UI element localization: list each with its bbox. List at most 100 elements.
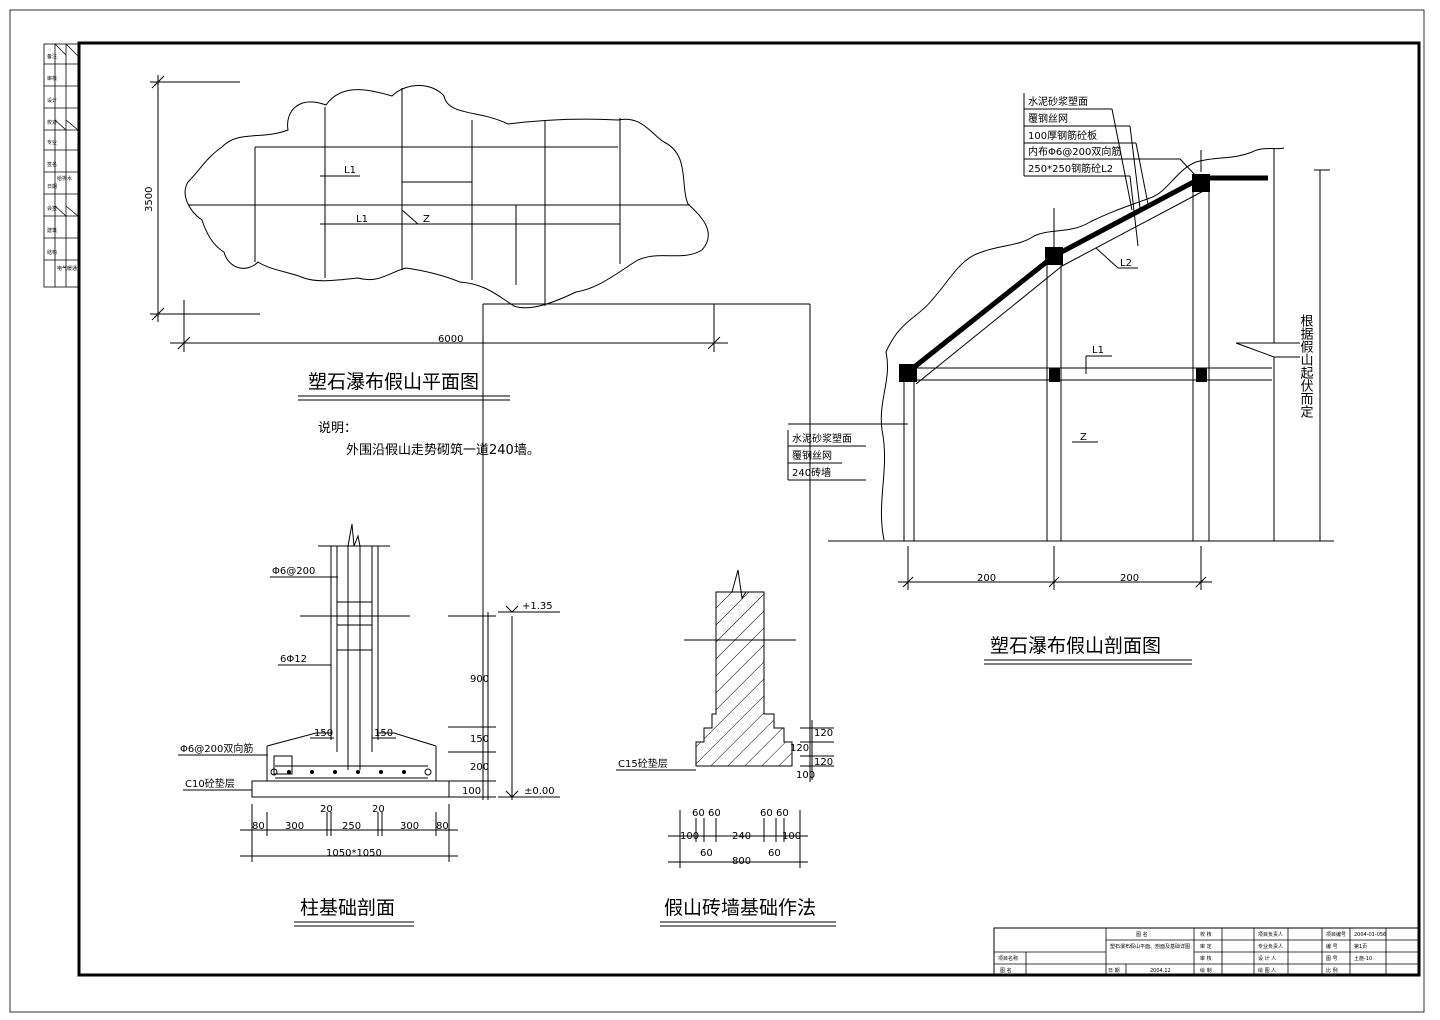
wall-footing: C15砼垫层 120 120 120 100 60 60 60 60 100 2… [616,569,836,927]
plan-title: 塑石瀑布假山平面图 [308,371,479,393]
plan-dim-height: 3500 [144,187,155,212]
plan-label-l1-lower: L1 [356,214,368,225]
tb-drawing-label: 图 名 [1136,931,1148,938]
section-title: 塑石瀑布假山剖面图 [990,635,1161,657]
note-heading: 说明： [318,421,357,436]
tb-number-label: 编 号 [1326,943,1338,950]
side-cell-3: 校对 [47,119,57,126]
plan-view: L1 L1 Z 3500 6000 塑石瀑布假山平面图 [144,75,728,401]
tb-draw-label: 绘 制 [1200,967,1212,974]
note-text: 外围沿假山走势砌筑一道240墙。 [346,442,540,458]
tb-sheet-no: 土施-10 [1354,955,1372,962]
tb-sheet-no-label: 图 号 [1326,956,1338,962]
tb-designer: 设 计 人 [1258,955,1276,962]
inner-border [77,41,1421,977]
tb-scale-label: 比 例 [1326,967,1338,974]
column-rebar-bottom: Φ6@200双向筋 [180,742,253,755]
column-rebar-main: 6Φ12 [280,654,307,665]
column-dim-100: 100 [462,786,481,797]
side-cell-7: 会签 [47,205,57,212]
roof-beam-l2 [906,175,1268,374]
tb-project-name-label: 项目名称 [998,955,1018,962]
wall-dim-low-1: 60 [768,848,781,859]
wall-title: 假山砖墙基础作法 [664,897,816,919]
plan-rock-outline [184,85,709,309]
column-elev-bottom: ±0.00 [524,786,555,797]
side-cell-4: 专业 [47,139,57,146]
side-cell-0: 备注 [47,53,57,60]
column-dim-900: 900 [470,674,489,685]
roof-callout-3: 内布Φ6@200双向筋 [1028,145,1121,158]
tb-number: 第1页 [1354,943,1367,950]
column-dim-200: 200 [470,762,489,773]
side-cell-9: 结构 [47,249,57,256]
side-cell-6: 日期 [47,184,57,190]
wall-dim-mid-1: 240 [732,831,751,842]
section-view: 根据假山起伏而定 L1 Z L2 [787,93,1334,665]
outer-border [9,9,1425,1013]
tb-project-lead: 项目负责人 [1258,931,1283,938]
side-cell-12: 暖通 [67,265,77,272]
tb-drawing-name: 塑石瀑布假山平面、剖面及基础详图 [1110,943,1190,950]
wall-callout-0: 水泥砂浆塑面 [792,432,852,445]
column-title: 柱基础剖面 [300,897,395,919]
title-block: 图 名 塑石瀑布假山平面、剖面及基础详图 校 核 项目负责人 项目编号 2004… [993,927,1419,976]
plan-label-l1-upper: L1 [344,165,356,176]
tb-approve: 审 定 [1200,943,1212,950]
column-dim-250: 250 [342,821,361,832]
roof-callout-1: 覆钢丝网 [1028,112,1068,125]
tb-project-no: 2004-01-056 [1354,932,1386,938]
roof-callout-0: 水泥砂浆塑面 [1028,95,1088,108]
section-side-note: 根据假山起伏而定 [1298,314,1314,419]
wall-dim-top-2: 60 [760,808,773,819]
wall-pad: C15砼垫层 [618,757,668,770]
side-strip: 备注 审核 设计 校对 专业 签名 日期 会签 建筑 结构 给排水 电气 暖通 [43,43,79,288]
column-rebar-stirrup: Φ6@200 [272,566,315,577]
column-dim-80-left: 80 [252,821,265,832]
side-cell-11: 电气 [57,265,67,272]
column-dim-v150: 150 [470,734,489,745]
wall-dim-top-1: 60 [708,808,721,819]
section-rock-profile [880,147,1285,541]
tb-discipline-lead: 专业负责人 [1258,943,1283,950]
wall-dim-mid-0: 100 [680,831,699,842]
plan-label-z: Z [423,214,430,225]
wall-dim-top-0: 60 [692,808,705,819]
wall-dim-total: 800 [732,856,751,867]
column-dim-80-right: 80 [436,821,449,832]
tb-drafter: 绘 图 人 [1258,967,1276,974]
column-dim-150-right: 150 [374,728,393,739]
side-cell-5: 签名 [47,161,57,168]
column-dim-150-left: 150 [314,728,333,739]
section-label-l1: L1 [1092,345,1104,356]
section-dim-1: 200 [977,573,996,584]
roof-callout-2: 100厚钢筋砼板 [1028,129,1097,142]
tb-project-no-label: 项目编号 [1326,931,1346,938]
side-cell-8: 建筑 [47,227,57,234]
column-dim-total: 1050*1050 [326,848,382,859]
column-pad: C10砼垫层 [185,777,235,790]
tb-date: 2004.12 [1150,968,1171,974]
wall-dim-v2: 120 [790,743,809,754]
wall-callout-1: 覆钢丝网 [792,449,832,462]
column-dim-300-left: 300 [285,821,304,832]
column-footing: Φ6@200 6Φ12 Φ6@200双向筋 C10砼垫层 150 150 80 … [178,523,560,927]
side-cell-10: 给排水 [57,175,72,182]
section-label-l2: L2 [1120,258,1132,269]
column-dim-20-left: 20 [320,804,333,815]
tb-check: 校 核 [1200,931,1212,938]
column-dim-300-right: 300 [400,821,419,832]
wall-dim-v1: 120 [814,728,833,739]
wall-dim-low-0: 60 [700,848,713,859]
tb-review: 审 核 [1200,955,1212,962]
side-cell-1: 审核 [47,75,57,82]
column-elev-top: +1.35 [522,601,553,612]
wall-dim-mid-2: 100 [782,831,801,842]
section-label-z: Z [1080,432,1087,443]
column-dim-20-right: 20 [372,804,385,815]
section-dim-2: 200 [1120,573,1139,584]
wall-dim-v3: 120 [814,757,833,768]
wall-dim-v4: 100 [796,770,815,781]
